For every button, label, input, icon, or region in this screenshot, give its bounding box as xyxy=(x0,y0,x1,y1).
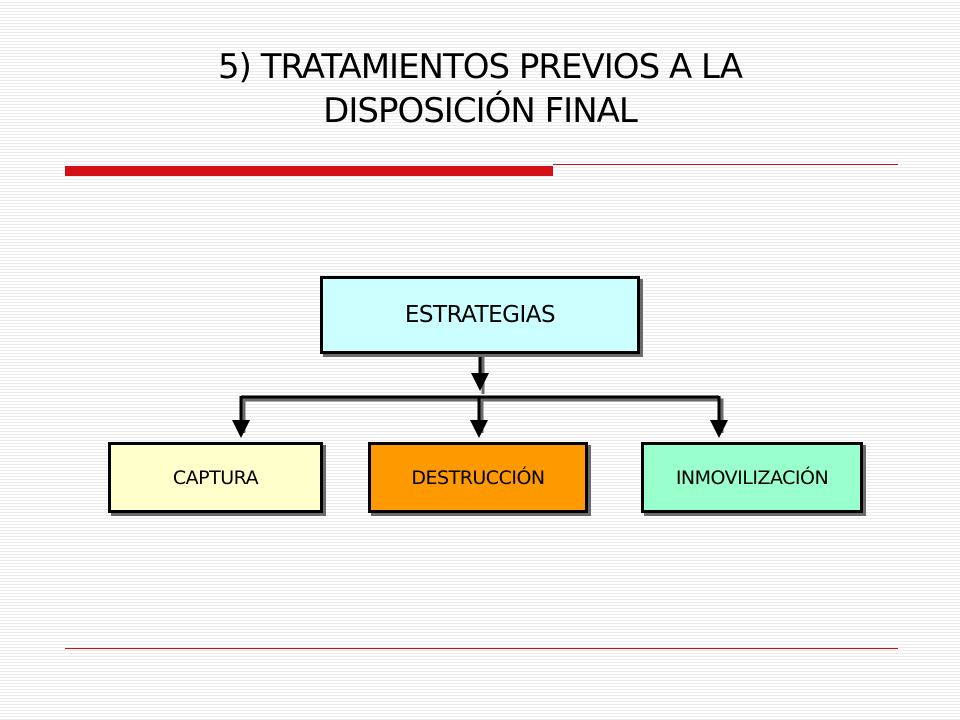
slide-title: 5) TRATAMIENTOS PREVIOS A LA DISPOSICIÓN… xyxy=(80,45,880,133)
node-inmovilizacion-label: INMOVILIZACIÓN xyxy=(675,466,829,489)
title-accent-rule xyxy=(553,164,898,165)
title-line-1: 5) TRATAMIENTOS PREVIOS A LA xyxy=(217,47,743,87)
node-destruccion: DESTRUCCIÓN xyxy=(368,442,588,513)
title-accent-bar xyxy=(65,166,553,176)
node-estrategias-label: ESTRATEGIAS xyxy=(404,302,556,328)
connector-shadow xyxy=(242,356,724,433)
node-captura-label: CAPTURA xyxy=(172,466,259,489)
footer-accent-rule xyxy=(65,648,898,649)
title-line-2: DISPOSICIÓN FINAL xyxy=(323,91,638,131)
node-estrategias: ESTRATEGIAS xyxy=(320,276,640,354)
node-captura: CAPTURA xyxy=(108,442,323,513)
node-destruccion-label: DESTRUCCIÓN xyxy=(411,466,545,489)
node-inmovilizacion: INMOVILIZACIÓN xyxy=(641,442,863,513)
